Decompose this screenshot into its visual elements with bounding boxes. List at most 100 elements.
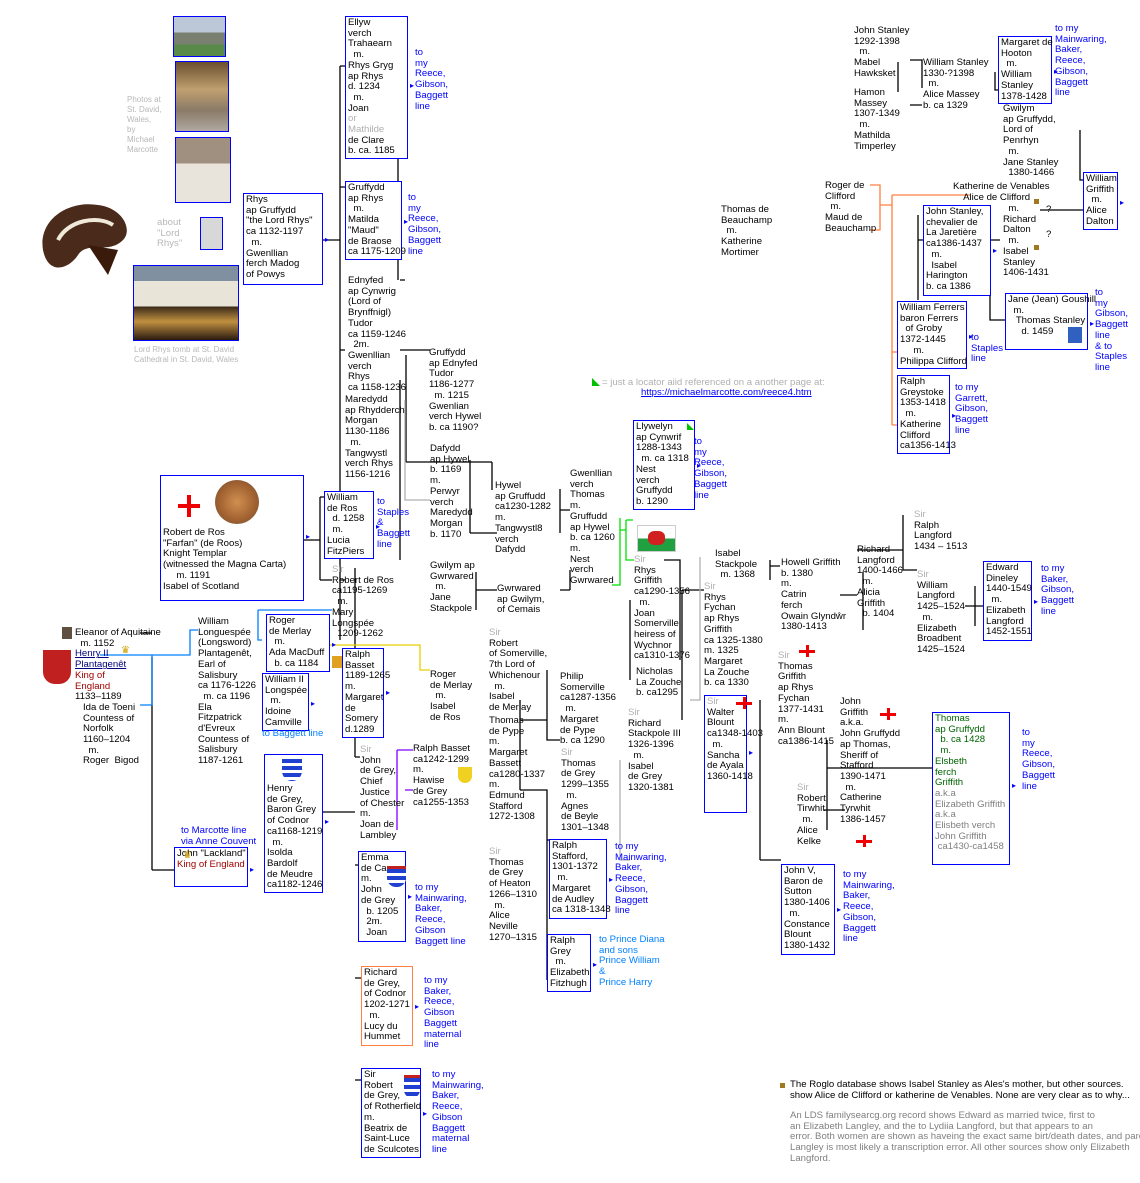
cathedral-exterior-photo[interactable] (173, 16, 226, 57)
expand-arrow-icon[interactable]: ▸ (331, 639, 336, 649)
link-line[interactable]: & (377, 517, 384, 529)
link-line[interactable]: Baggett (1095, 319, 1129, 331)
expand-arrow-icon[interactable]: ▸ (608, 875, 613, 885)
expand-arrow-icon[interactable]: ▸ (951, 410, 956, 420)
link-line[interactable]: Baggett (1041, 595, 1075, 607)
link-line[interactable]: Baker, (424, 985, 452, 997)
expand-arrow-icon[interactable]: ▸ (1053, 66, 1058, 76)
lineage-link-williamii[interactable]: to Baggett line (262, 728, 323, 740)
link-line[interactable]: my (1095, 297, 1108, 309)
expand-arrow-icon[interactable]: ▸ (1089, 318, 1094, 328)
link-line[interactable]: line (408, 245, 423, 257)
link-line[interactable]: Reece, (1022, 748, 1053, 760)
link-line[interactable]: Gibson, (1041, 584, 1075, 596)
expand-arrow-icon[interactable]: ▸ (836, 905, 841, 915)
link-line[interactable]: to my (615, 841, 639, 852)
link-line[interactable]: my (1022, 737, 1035, 749)
link-line[interactable]: line (955, 424, 970, 436)
expand-arrow-icon[interactable]: ▸ (592, 960, 597, 970)
expand-arrow-icon[interactable]: ▸ (305, 531, 310, 541)
person-john[interactable]: John "Lackland"King of England▸ (174, 847, 254, 887)
link-line[interactable]: Baggett (955, 414, 989, 426)
link-line[interactable]: Baker, (615, 862, 643, 874)
link-line[interactable]: Gibson (424, 1007, 455, 1019)
lord-rhys-tomb-photo[interactable] (133, 265, 239, 341)
expand-arrow-icon[interactable]: ▸ (696, 460, 701, 470)
expand-arrow-icon[interactable]: ▸ (324, 816, 329, 826)
link-line[interactable]: Gibson, (615, 883, 649, 895)
expand-arrow-icon[interactable]: ▸ (407, 892, 412, 902)
reece4-page-link[interactable]: https://michaelmarcotte.com/reece4.htm (641, 387, 812, 398)
link-line[interactable]: & (599, 966, 606, 978)
link-line[interactable]: Reece, (408, 213, 439, 225)
link-line[interactable]: to my (1055, 23, 1079, 34)
link-line[interactable]: Baggett (377, 528, 411, 540)
link-line[interactable]: line (971, 353, 986, 365)
expand-arrow-icon[interactable]: ▸ (249, 865, 254, 875)
link-line[interactable]: Gibson, (955, 403, 989, 415)
link-line[interactable]: Mainwaring, (415, 892, 467, 904)
link-line[interactable]: Reece, (615, 873, 646, 885)
effigy-plaque-photo[interactable] (175, 137, 231, 203)
link-line[interactable]: line (1055, 87, 1070, 99)
link-line[interactable]: Staples (1095, 351, 1127, 363)
link-line[interactable]: to my (1041, 563, 1065, 574)
expand-arrow-icon[interactable]: ▸ (409, 80, 414, 90)
link-line[interactable]: Baggett (415, 89, 449, 101)
link-line[interactable]: Baggett (1022, 769, 1056, 781)
expand-arrow-icon[interactable]: ▸ (1119, 198, 1124, 208)
link-line[interactable]: to my (843, 869, 867, 880)
link-line[interactable]: Gibson, (1022, 759, 1056, 771)
person-robertros[interactable]: Robert de Ros"Farfan" (de Roos)Knight Te… (160, 475, 310, 601)
link-line[interactable]: Baggett (424, 1017, 458, 1029)
link-line[interactable]: Baggett line (415, 935, 466, 947)
link-line[interactable]: Gibson (432, 1111, 463, 1123)
link-line[interactable]: to my (424, 975, 448, 986)
link-line[interactable]: to Marcotte line (181, 825, 247, 836)
expand-arrow-icon[interactable]: ▸ (375, 521, 380, 531)
link-line[interactable]: via Anne Couvent (181, 835, 257, 847)
link-line[interactable]: line (424, 1039, 439, 1051)
link-line[interactable]: to my (955, 382, 979, 393)
link-line[interactable]: Baker, (843, 890, 871, 902)
link-line[interactable]: Prince William (599, 955, 660, 967)
link-line[interactable]: to Prince Diana (599, 934, 665, 945)
link-line[interactable]: to my (415, 882, 439, 893)
link-line[interactable]: Gibson, (843, 911, 877, 923)
link-line[interactable]: Baker, (1041, 573, 1069, 585)
link-line[interactable]: Mainwaring, (432, 1079, 484, 1091)
expand-arrow-icon[interactable]: ▸ (992, 246, 997, 256)
link-line[interactable]: Reece, (415, 914, 446, 926)
expand-arrow-icon[interactable]: ▸ (968, 331, 973, 341)
cathedral-nave-photo[interactable] (175, 61, 229, 132)
link-line[interactable]: line (615, 905, 630, 917)
link-line[interactable]: Mainwaring, (843, 879, 895, 891)
link-line[interactable]: to (1095, 287, 1104, 298)
